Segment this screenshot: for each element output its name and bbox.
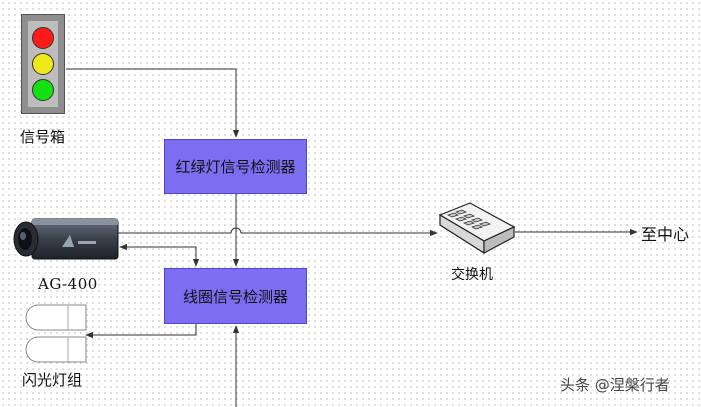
line-camera-to-switch: [118, 227, 438, 237]
switch-label: 交换机: [451, 267, 493, 283]
signal-detector-label: 红绿灯信号检测器: [175, 158, 296, 176]
camera-label: AG-400: [38, 275, 98, 293]
green-lamp: [32, 79, 54, 101]
traffic-light-icon: [21, 14, 65, 114]
signal-detector-box: 红绿灯信号检测器: [164, 139, 307, 194]
camera-icon: [13, 218, 119, 260]
destination-label: 至中心: [641, 225, 690, 244]
red-lamp: [32, 27, 54, 49]
flash-lamp-icon: [25, 304, 87, 363]
loop-detector-box: 线圈信号检测器: [164, 268, 307, 324]
flash-label: 闪光灯组: [22, 371, 83, 389]
watermark-text: 头条 @涅槃行者: [560, 376, 670, 394]
network-switch-icon: [438, 202, 516, 255]
loop-detector-label: 线圈信号检测器: [182, 287, 288, 306]
line-loop-to-flash: [85, 324, 197, 339]
line-signal-to-detector: [66, 68, 240, 138]
line-camera-loop: [119, 243, 200, 267]
traffic-light-label: 信号箱: [20, 128, 66, 146]
yellow-lamp: [32, 53, 54, 75]
